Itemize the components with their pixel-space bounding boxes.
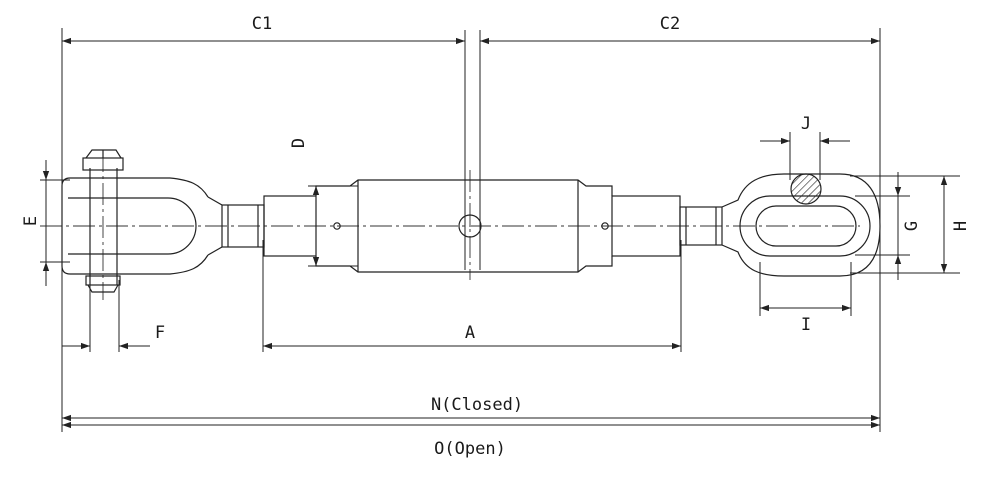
right-rod [679,206,723,246]
dim-label-e: E [21,216,41,226]
turnbuckle-body [263,179,681,273]
dim-label-j: J [801,114,811,134]
dim-label-i: I [801,315,811,335]
dim-label-g: G [902,221,922,231]
dim-label-c1: C1 [252,14,272,34]
dim-label-f: F [155,323,165,343]
clevis-end [61,149,223,293]
extension-lines [40,28,960,432]
dimension-lines [42,37,948,429]
dim-label-h: H [951,221,971,231]
dim-label-o: O(Open) [434,439,506,459]
dim-label-d: D [289,138,309,148]
dim-label-a: A [465,323,475,343]
eye-end [721,173,881,277]
dim-label-c2: C2 [660,14,680,34]
dim-label-n: N(Closed) [431,395,523,415]
